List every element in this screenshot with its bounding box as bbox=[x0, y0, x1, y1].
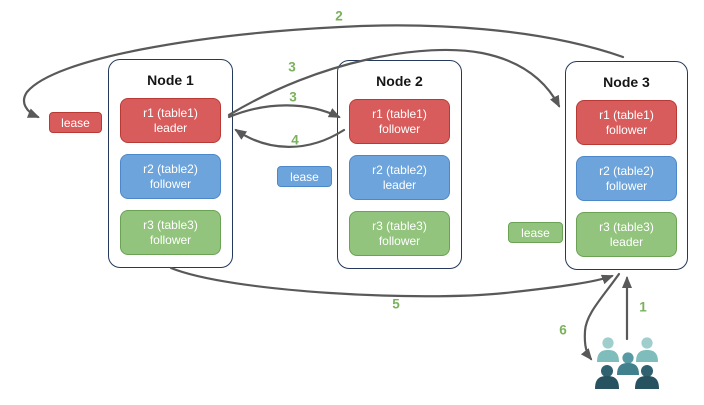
replica-role: follower bbox=[605, 178, 648, 193]
lease-tag-r3: lease bbox=[508, 222, 563, 243]
node-2: Node 2 r1 (table1) follower r2 (table2) … bbox=[337, 60, 462, 269]
step-label-5: 5 bbox=[392, 296, 400, 312]
step-label-3b: 3 bbox=[289, 89, 297, 105]
step-label-6: 6 bbox=[559, 322, 567, 338]
node-3-replica-r2: r2 (table2) follower bbox=[576, 156, 677, 201]
step-label-1: 1 bbox=[639, 299, 647, 315]
replica-role: follower bbox=[605, 122, 648, 137]
node-3-replica-r3: r3 (table3) leader bbox=[576, 212, 677, 257]
replica-name: r1 (table1) bbox=[372, 106, 427, 121]
replica-role: follower bbox=[378, 121, 421, 136]
arrow-step-6 bbox=[580, 272, 621, 361]
replica-role: leader bbox=[153, 120, 188, 135]
arrow-step-5 bbox=[169, 266, 614, 298]
node-1-replica-r3: r3 (table3) follower bbox=[120, 210, 221, 255]
node-3-title: Node 3 bbox=[603, 74, 650, 90]
replica-role: follower bbox=[149, 176, 192, 191]
node-2-title: Node 2 bbox=[376, 73, 423, 89]
replica-role: follower bbox=[149, 232, 192, 247]
replica-name: r1 (table1) bbox=[143, 105, 198, 120]
node-1-replica-r2: r2 (table2) follower bbox=[120, 154, 221, 199]
users-icon bbox=[595, 337, 659, 389]
node-2-replica-r1: r1 (table1) follower bbox=[349, 99, 450, 144]
node-3: Node 3 r1 (table1) follower r2 (table2) … bbox=[565, 61, 688, 270]
lease-tag-r2: lease bbox=[277, 166, 332, 187]
replica-name: r3 (table3) bbox=[599, 219, 654, 234]
step-label-4: 4 bbox=[291, 132, 299, 148]
step-label-3a: 3 bbox=[288, 59, 296, 75]
node-1-title: Node 1 bbox=[147, 72, 194, 88]
replica-name: r2 (table2) bbox=[372, 162, 427, 177]
arrow-step-4 bbox=[234, 128, 346, 148]
node-2-replica-r2: r2 (table2) leader bbox=[349, 155, 450, 200]
replica-name: r3 (table3) bbox=[143, 217, 198, 232]
node-1-replica-r1: r1 (table1) leader bbox=[120, 98, 221, 143]
replica-name: r2 (table2) bbox=[599, 163, 654, 178]
replica-role: leader bbox=[609, 234, 644, 249]
step-label-2: 2 bbox=[335, 8, 343, 24]
replica-name: r1 (table1) bbox=[599, 107, 654, 122]
arrow-step-3-to-node2 bbox=[227, 104, 341, 119]
replica-name: r3 (table3) bbox=[372, 218, 427, 233]
replica-name: r2 (table2) bbox=[143, 161, 198, 176]
replica-role: leader bbox=[382, 177, 417, 192]
lease-tag-r1: lease bbox=[49, 112, 102, 133]
node-2-replica-r3: r3 (table3) follower bbox=[349, 211, 450, 256]
node-3-replica-r1: r1 (table1) follower bbox=[576, 100, 677, 145]
replica-role: follower bbox=[378, 233, 421, 248]
node-1: Node 1 r1 (table1) leader r2 (table2) fo… bbox=[108, 59, 233, 268]
